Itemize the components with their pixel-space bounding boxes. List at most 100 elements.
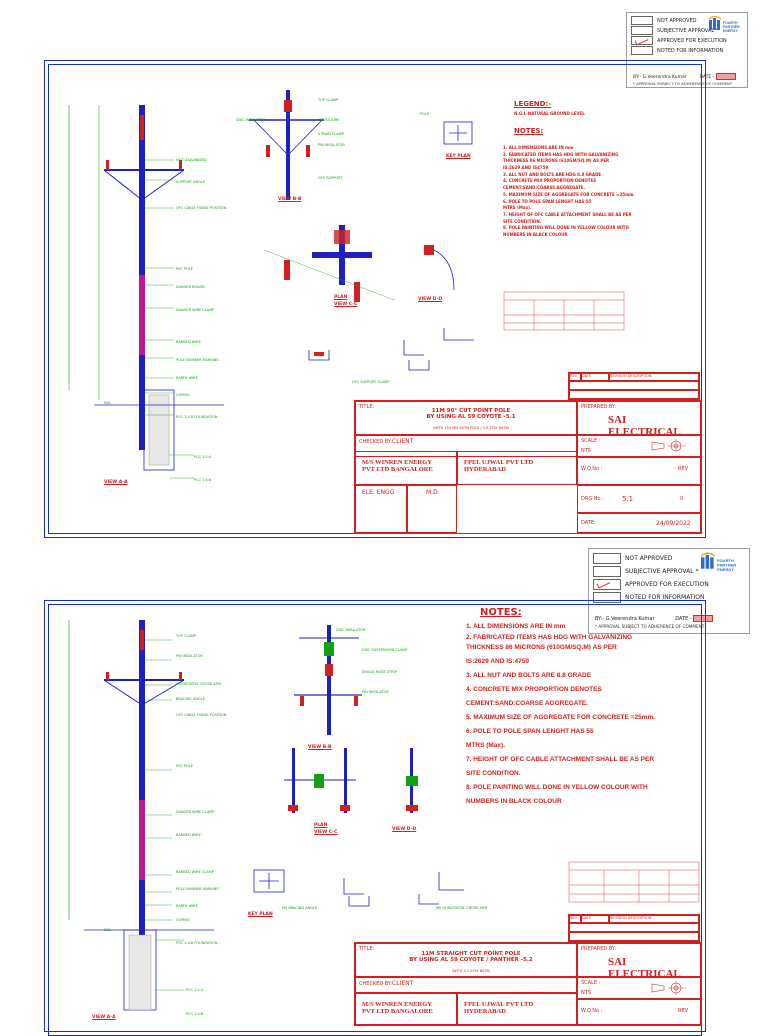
label: POLE xyxy=(420,112,430,116)
view-label-c-c: VIEW C-C xyxy=(334,302,358,307)
stamp-option-approved: APPROVED FOR EXECUTION xyxy=(593,579,709,590)
view-label-key-plan: KEY PLAN xyxy=(248,912,273,917)
label: SINGLE NOSE STRIP xyxy=(362,670,397,674)
label: POLE NUMBER MARKING xyxy=(176,887,219,891)
label: MS BRACING ANGLE xyxy=(282,906,318,910)
company-logo-icon: FOURTH PARTNER ENERGY xyxy=(701,552,736,572)
svg-text:ENERGY: ENERGY xyxy=(723,29,738,33)
label: BARBED WIRE CLAMP xyxy=(176,870,214,874)
sheet-2-drawing xyxy=(68,620,700,1011)
stamp-option: NOT APPROVED xyxy=(631,16,697,25)
company-logo-icon: FOURTH PARTNER ENERGY xyxy=(709,16,740,33)
svg-text:FOURTH: FOURTH xyxy=(717,558,734,563)
view-label-b-b: VIEW B-B xyxy=(278,197,302,202)
label: PCC 1:4:8 FOUNDATION xyxy=(176,941,218,945)
label: DANGER WIRE CLAMP xyxy=(176,810,215,814)
label: PSC POLE xyxy=(176,267,193,271)
approval-stamp-2: NOT APPROVED SUBJECTIVE APPROVAL * APPRO… xyxy=(588,548,750,634)
svg-text:FOURTH: FOURTH xyxy=(723,21,738,25)
label: EARTH WIRE xyxy=(176,376,198,380)
label: PIN INSULATOR xyxy=(362,690,389,694)
label: OFC CABLE FIXING POSITION xyxy=(176,206,227,210)
label: OFC SUPPORT xyxy=(318,176,343,180)
label: OFC CABLE FIXING POSITION xyxy=(176,713,227,717)
stamp-option: SUBJECTIVE APPROVAL * xyxy=(631,26,718,35)
legend-text: N.G.L-NATURAL GROUND LEVEL xyxy=(514,111,585,116)
label-ngl: NGL xyxy=(104,401,112,405)
label: COPING xyxy=(176,918,190,922)
label: PCC 1:4:8 FOUNDATION xyxy=(176,415,218,419)
notes-list: 1. ALL DIMENSIONS ARE IN mm 2. FABRICATE… xyxy=(503,145,635,237)
view-label-a-a: VIEW A-A xyxy=(92,1015,116,1020)
label: PCC 1:4:8 xyxy=(194,478,212,482)
svg-text:ENERGY: ENERGY xyxy=(717,567,734,572)
label: DISC SUSPENSION CLAMP xyxy=(362,648,408,652)
label: DANGER WIRE CLAMP xyxy=(176,308,215,312)
notes-list: 1. ALL DIMENSIONS ARE IN mm 2. FABRICATE… xyxy=(466,623,656,805)
label: SUPPORT ANGLE xyxy=(176,180,206,184)
label: CROSS ARM xyxy=(318,118,340,122)
view-label-c-c: VIEW C-C xyxy=(314,830,338,835)
svg-text:PARTNER: PARTNER xyxy=(717,562,736,567)
label-ngl: NGL xyxy=(104,928,112,932)
label: PCC 1:4:8 xyxy=(186,1012,204,1016)
view-label-a-a: VIEW A-A xyxy=(104,480,128,485)
stamp-option: NOTED FOR INFORMATION xyxy=(631,46,723,55)
label: TOP CLAMP xyxy=(176,634,197,638)
label: BRACING ANGLE xyxy=(176,697,205,701)
label: STRAIN CLAMP xyxy=(318,132,344,136)
label: PSC POLE xyxy=(176,764,193,768)
notes-title: NOTES: xyxy=(480,607,522,618)
label: PIN INSULATOR xyxy=(318,143,345,147)
approval-stamp-1: NOT APPROVED SUBJECTIVE APPROVAL * APPRO… xyxy=(626,12,748,88)
view-label-d-d: VIEW D-D xyxy=(392,827,417,832)
label: DISC INSULATOR xyxy=(236,118,266,122)
projection-symbol-icon xyxy=(651,439,686,453)
view-label-plan: PLAN xyxy=(314,823,328,828)
projection-symbol-icon xyxy=(651,981,686,995)
label: BARBED WIRE xyxy=(176,340,201,344)
revision-table-2: REV DATE REVISION DESCRIPTION xyxy=(568,914,700,942)
notes-title: NOTES: xyxy=(514,127,544,135)
stamp-signatory: BY:- G.Veerendra Kumar DATE - xyxy=(633,73,736,80)
view-label-plan: PLAN xyxy=(334,295,348,300)
label: PCC 1:2:4 xyxy=(194,455,212,459)
label: COPING xyxy=(176,393,190,397)
stamp-footnote: * APPROVAL SUBJECT TO ADHERENCE OF COMME… xyxy=(595,624,705,629)
label: PCC 1:2:4 xyxy=(186,988,204,992)
view-label-b-b: VIEW B-B xyxy=(308,745,332,750)
label: POLE NUMBER MARKING xyxy=(176,358,219,362)
stamp-option: SUBJECTIVE APPROVAL * xyxy=(593,566,699,577)
stamp-option: NOTED FOR INFORMATION xyxy=(593,592,705,603)
label: DANGER BOARD xyxy=(176,285,205,289)
stamp-footnote: * APPROVAL SUBJECT TO ADHERENCE OF COMME… xyxy=(633,81,733,86)
revision-table-1: REV DATE REVISION DESCRIPTION xyxy=(568,372,700,400)
label: EARTH WIRE xyxy=(176,904,198,908)
label: TOP CLAMP xyxy=(318,98,339,102)
label: OFC SUPPORT CLAMP xyxy=(352,380,390,384)
label: HORIZONTAL CROSS ARM xyxy=(176,682,221,686)
legend-title: LEGEND:- xyxy=(514,100,552,108)
label: HOT GALVANIZED xyxy=(176,158,207,162)
stamp-signatory: BY:- G.Veerendra Kumar DATE - xyxy=(595,615,714,622)
sheet-1-drawing xyxy=(68,90,625,479)
view-label-d-d: VIEW D-D xyxy=(418,297,443,302)
drawing-date-1: 24/09/2022 xyxy=(656,520,691,527)
label: DISC INSULATOR xyxy=(336,628,366,632)
label: BARBED WIRE xyxy=(176,833,201,837)
svg-text:PARTNER: PARTNER xyxy=(723,25,740,29)
stamp-option-approved: APPROVED FOR EXECUTION xyxy=(631,36,727,45)
label: PIN INSULATOR xyxy=(176,654,203,658)
drawing-number-1: 5.1 xyxy=(622,495,634,503)
label: MS HORIZONTAL CROSS ARM xyxy=(436,906,488,910)
stamp-option: NOT APPROVED xyxy=(593,553,672,564)
view-label-key-plan: KEY PLAN xyxy=(446,154,471,159)
